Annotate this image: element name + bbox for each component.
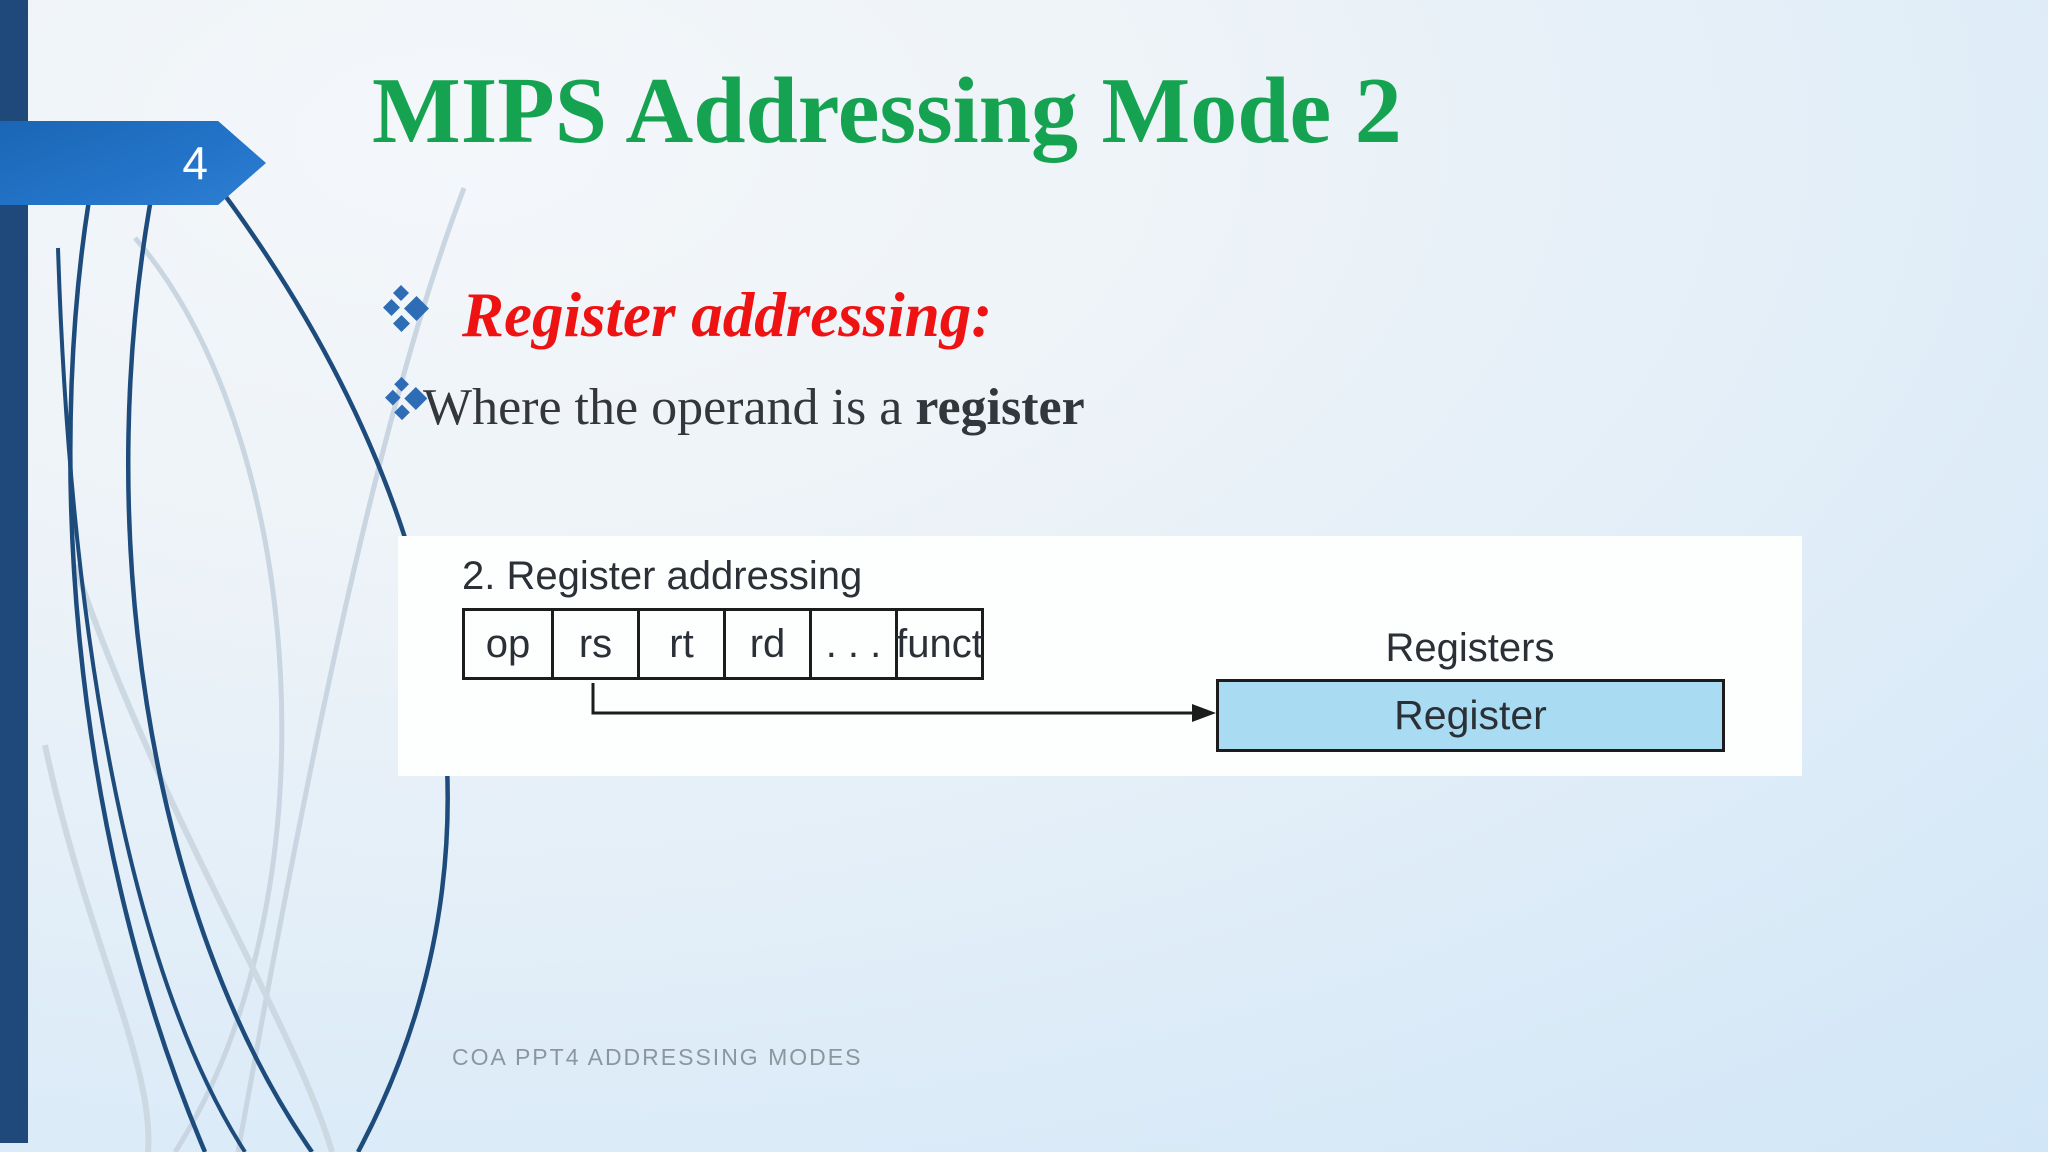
- instruction-fields-table: op rs rt rd . . . funct: [462, 608, 984, 680]
- addressing-diagram-panel: 2. Register addressing op rs rt rd . . .…: [398, 536, 1802, 776]
- slide-footer: COA PPT4 ADDRESSING MODES: [452, 1044, 863, 1070]
- bullet-diamonds-icon: [383, 285, 429, 332]
- register-box: Register: [1216, 679, 1725, 752]
- field-rt: rt: [637, 611, 723, 677]
- slide-title: MIPS Addressing Mode 2: [372, 59, 1402, 163]
- field-rs: rs: [551, 611, 637, 677]
- bullet-operand-description: Where the operand is a register: [423, 382, 1085, 434]
- register-box-label: Register: [1394, 692, 1547, 738]
- field-dots: . . .: [809, 611, 895, 677]
- diagram-caption: 2. Register addressing: [462, 554, 863, 598]
- bullet-diamonds-icon: [385, 376, 428, 421]
- field-funct: funct: [895, 611, 983, 677]
- slide-number: 4: [182, 137, 208, 189]
- field-rd: rd: [723, 611, 809, 677]
- bullet-register-addressing: Register addressing:: [462, 280, 993, 350]
- arrowhead-icon: [1192, 704, 1216, 722]
- field-op: op: [485, 621, 531, 666]
- bullet-text-bold: register: [915, 379, 1085, 436]
- bullet-text-prefix: Where the operand is a: [423, 379, 916, 436]
- slide-number-badge: 4: [0, 121, 266, 205]
- registers-label: Registers: [1385, 626, 1555, 670]
